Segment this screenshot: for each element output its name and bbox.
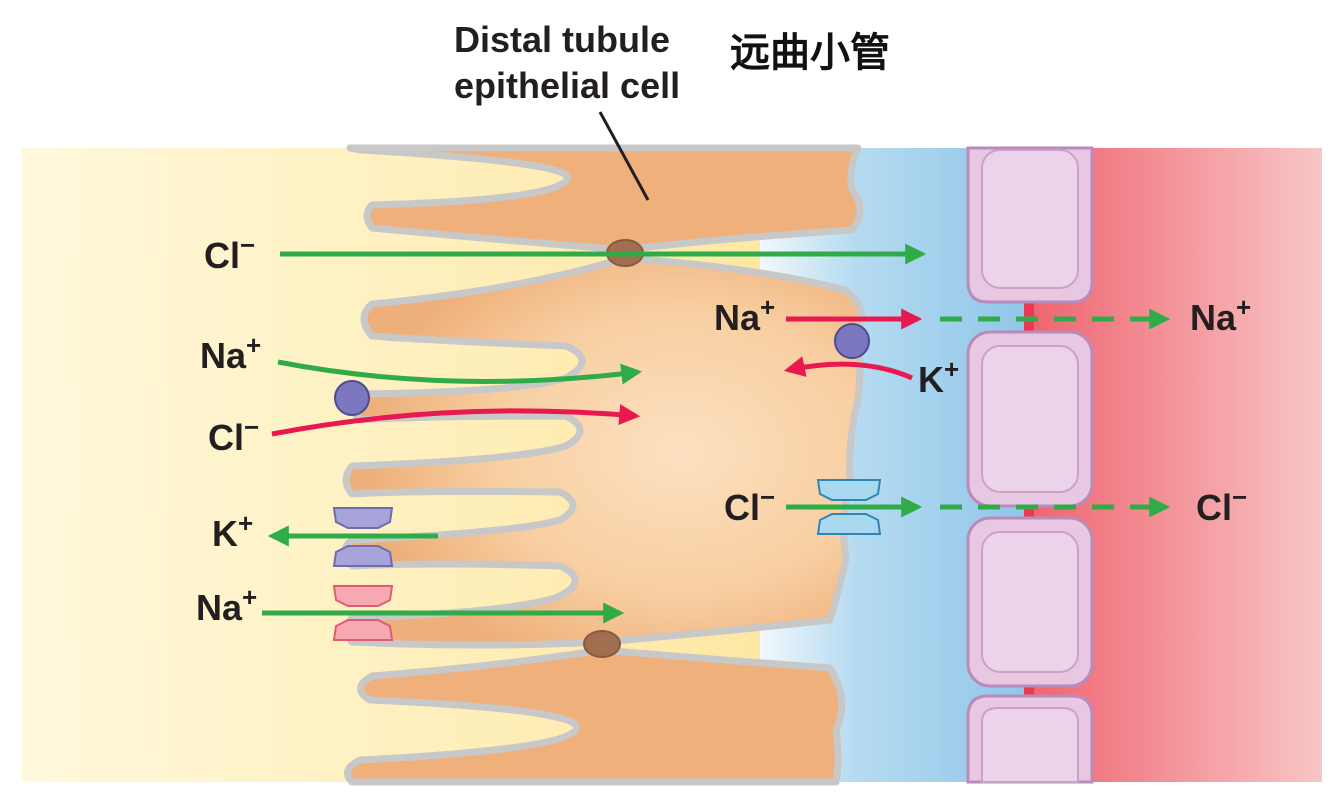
cl-channel-basal (816, 479, 882, 535)
title-line-1: Distal tubule (454, 19, 670, 60)
title-line-2: epithelial cell (454, 65, 680, 106)
label-na-basal: Na+ (714, 292, 775, 338)
label-na-left: Na+ (200, 330, 261, 376)
bottom-cell (344, 646, 846, 786)
na-channel-apical (332, 585, 394, 641)
nacl-cotransporter (334, 380, 370, 416)
label-na-blood: Na+ (1190, 292, 1251, 338)
label-cl-top: Cl− (204, 230, 255, 276)
tight-junction-bottom (583, 630, 621, 658)
label-cl-left: Cl− (208, 412, 259, 458)
k-channel-apical (332, 507, 394, 567)
label-na-bottom: Na+ (196, 582, 257, 628)
arrow-na-cotransport (277, 359, 643, 385)
arrow-k-pump-in (783, 356, 914, 381)
arrow-cl-cotransport (271, 404, 641, 437)
label-k-basal: K+ (918, 354, 959, 400)
title-chinese: 远曲小管 (730, 29, 890, 76)
top-cell (346, 144, 864, 254)
capillary-wall (966, 146, 1094, 784)
title-pointer-line (598, 111, 650, 201)
label-cl-basal: Cl− (724, 482, 775, 528)
na-k-pump (834, 323, 870, 359)
label-k-left: K+ (212, 508, 253, 554)
label-cl-blood: Cl− (1196, 482, 1247, 528)
